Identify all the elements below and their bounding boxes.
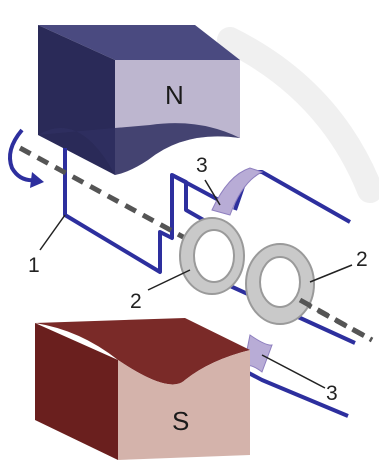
leader-brush-bottom <box>261 354 326 389</box>
labels: 1 3 2 2 3 <box>28 154 368 405</box>
label-ring-left: 2 <box>130 290 142 313</box>
north-magnet-letter: N <box>165 80 184 110</box>
slip-ring-right-inner <box>259 256 301 308</box>
south-magnet: S <box>35 318 250 460</box>
leader-ring-left <box>147 269 191 291</box>
leader-coil <box>39 214 66 251</box>
south-magnet-top <box>35 318 250 385</box>
south-magnet-letter: S <box>172 406 189 436</box>
north-magnet: N <box>38 25 240 175</box>
rotation-axis-overlay <box>298 297 374 343</box>
rotation-arrow-arc <box>8 128 37 183</box>
watermark-arc <box>217 27 379 203</box>
rotation-arrow-head <box>30 172 44 188</box>
coil-lead-upper <box>233 170 351 224</box>
north-magnet-curve <box>38 123 240 175</box>
rotation-arrow <box>8 128 44 188</box>
coil-back-wire <box>63 148 236 274</box>
north-magnet-top <box>38 25 240 60</box>
slip-ring-left <box>179 217 245 295</box>
leader-brush-top <box>204 179 221 206</box>
south-magnet-front <box>118 350 250 460</box>
south-magnet-side <box>35 323 118 460</box>
label-brush-top: 3 <box>196 154 208 177</box>
slip-ring-right <box>245 243 315 325</box>
label-coil: 1 <box>28 254 40 277</box>
slip-ring-left-inner <box>193 229 235 283</box>
label-brush-bottom: 3 <box>326 382 338 405</box>
brush-top <box>211 167 264 216</box>
leader-ring-right <box>309 264 353 283</box>
label-ring-right: 2 <box>356 248 368 271</box>
